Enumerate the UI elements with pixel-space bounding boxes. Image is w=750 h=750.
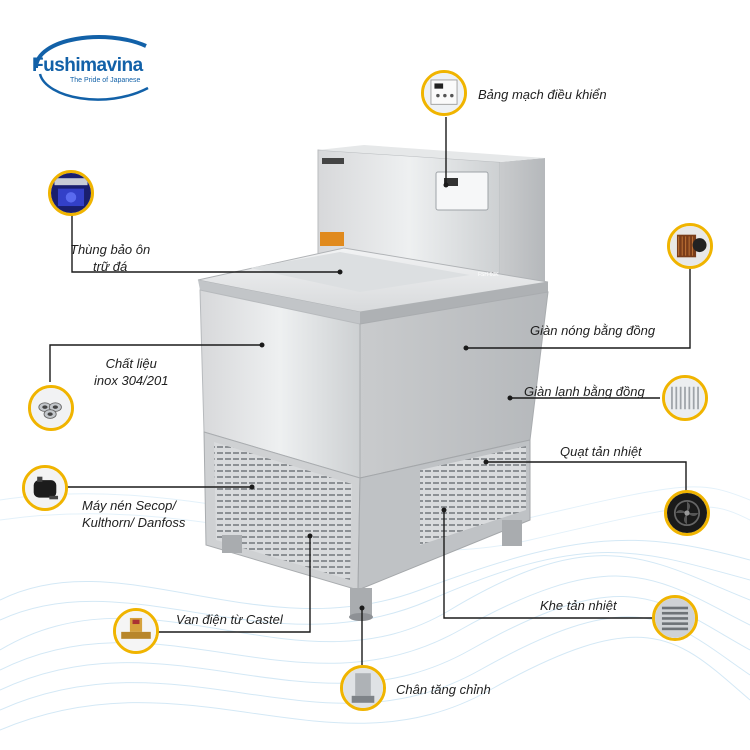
foot-left: [222, 535, 242, 553]
copper-condenser-icon: [667, 223, 713, 269]
label-valve: Van điện từ Castel: [176, 612, 283, 627]
ice-bin-icon: [48, 170, 94, 216]
steel-pipes-icon: [28, 385, 74, 431]
brand-name: Fushimavina: [32, 55, 143, 76]
label-feet: Chân tăng chỉnh: [396, 682, 491, 697]
brand-tagline: The Pride of Japanese: [70, 77, 141, 84]
foot-front: [350, 588, 372, 616]
label-ice-bin: Thùng bảo ôn trữ đá: [70, 242, 151, 274]
solenoid-valve-icon: [113, 608, 159, 654]
label-control-board: Bảng mạch điều khiển: [478, 87, 607, 102]
cooling-fan-icon: [664, 490, 710, 536]
label-vent: Khe tản nhiệt: [540, 598, 617, 613]
label-compressor: Máy nén Secop/ Kulthorn/ Danfoss: [82, 498, 186, 530]
compressor-icon: [22, 465, 68, 511]
copper-coil-icon: [662, 375, 708, 421]
label-condenser: Giàn nóng bằng đồng: [530, 323, 656, 338]
label-evaporator: Giàn lạnh bằng đồng: [524, 384, 645, 399]
panel-badge: FSH-60K: [478, 272, 499, 278]
brand-logo-swoosh: [34, 35, 149, 101]
foot-right: [502, 520, 522, 546]
label-material: Chất liệu inox 304/201: [94, 356, 169, 388]
control-panel-icon: [421, 70, 467, 116]
label-fan: Quạt tản nhiệt: [560, 444, 642, 459]
adjustable-foot-icon: [340, 665, 386, 711]
vent-slots-icon: [652, 595, 698, 641]
